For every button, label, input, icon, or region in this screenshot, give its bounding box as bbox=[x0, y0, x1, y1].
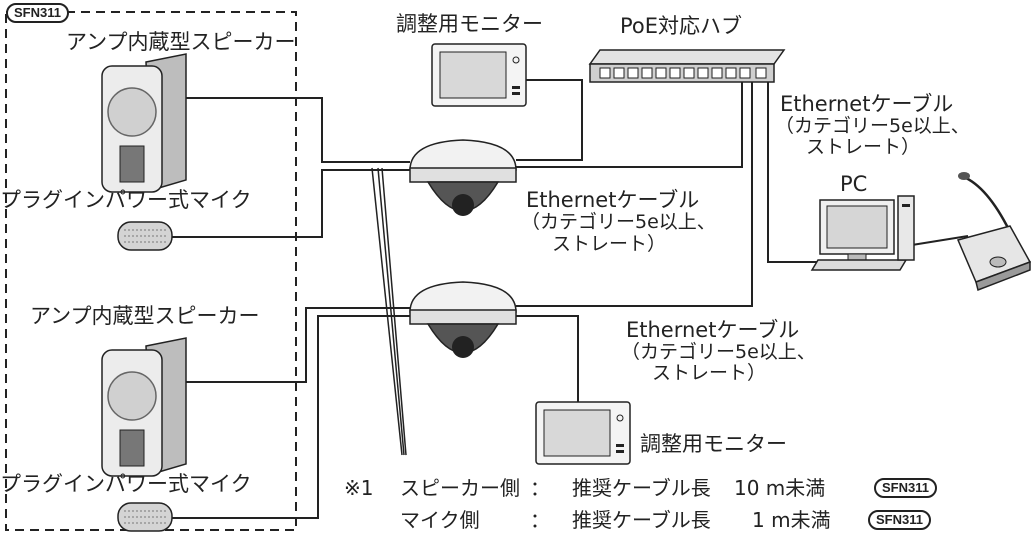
cable-label-pc-line3: ストレート） bbox=[806, 136, 921, 158]
note-mic-side: マイク側 bbox=[400, 508, 480, 532]
cable-monitor-bottom bbox=[516, 315, 579, 404]
cable-label-camera-top-line1: Ethernetケーブル bbox=[526, 188, 700, 212]
pc-icon bbox=[810, 195, 915, 271]
speaker-top-icon bbox=[101, 53, 187, 193]
cable-camera-top-hub bbox=[516, 78, 743, 168]
note-speaker-side: スピーカー側 bbox=[400, 476, 520, 500]
microphone-bottom-icon bbox=[117, 502, 173, 532]
poe-hub-icon bbox=[588, 49, 786, 83]
cable-label-camera-bottom-line3: ストレート） bbox=[652, 362, 767, 384]
note-mic-colon: ： bbox=[530, 508, 550, 532]
note-mark: ※1 bbox=[344, 476, 374, 500]
cable-pc-console bbox=[911, 235, 969, 246]
cable-camera-bottom-hub bbox=[516, 78, 753, 307]
cable-mic-bottom bbox=[170, 315, 410, 519]
note-speaker-colon: ： bbox=[530, 476, 550, 500]
label-mic-top: プラグインパワー式マイク bbox=[0, 188, 252, 212]
label-mic-bottom: プラグインパワー式マイク bbox=[0, 472, 252, 496]
note-mic-badge: SFN311 bbox=[868, 510, 931, 530]
cable-pc-hub bbox=[767, 78, 818, 263]
cable-speaker-top bbox=[185, 97, 410, 163]
note-mic-length: 1 m未満 bbox=[752, 508, 831, 532]
label-speaker-top: アンプ内蔵型スピーカー bbox=[66, 30, 296, 54]
cable-label-pc-line1: Ethernetケーブル bbox=[780, 92, 954, 116]
cable-mic-top bbox=[170, 169, 410, 238]
dome-camera-bottom-icon bbox=[409, 281, 517, 358]
cables bbox=[170, 78, 969, 519]
note-leader-lines bbox=[371, 167, 407, 456]
monitor-top-icon bbox=[431, 43, 527, 107]
cable-label-camera-bottom-line1: Ethernetケーブル bbox=[626, 318, 800, 342]
label-pc: PC bbox=[840, 172, 868, 196]
microphone-top-icon bbox=[117, 221, 173, 251]
sfn311-group-badge: SFN311 bbox=[6, 3, 69, 23]
speaker-bottom-icon bbox=[101, 337, 187, 477]
cable-label-camera-bottom-line2: （カテゴリー5e以上、 bbox=[621, 341, 816, 363]
note-speaker-badge: SFN311 bbox=[874, 478, 937, 498]
note-mic-text: 推奨ケーブル長 bbox=[572, 508, 711, 532]
cable-label-camera-top-line3: ストレート） bbox=[552, 233, 667, 255]
monitor-bottom-icon bbox=[535, 401, 631, 465]
label-monitor-bottom: 調整用モニター bbox=[640, 432, 787, 456]
note-speaker-text: 推奨ケーブル長 bbox=[572, 476, 711, 500]
label-speaker-bottom: アンプ内蔵型スピーカー bbox=[30, 304, 260, 328]
cable-label-pc-line2: （カテゴリー5e以上、 bbox=[775, 115, 970, 137]
cable-speaker-bottom bbox=[185, 307, 410, 383]
label-monitor-top: 調整用モニター bbox=[396, 12, 543, 36]
note-speaker-length: 10 m未満 bbox=[734, 476, 826, 500]
cable-label-camera-top-line2: （カテゴリー5e以上、 bbox=[521, 211, 716, 233]
label-poe-hub: PoE対応ハブ bbox=[620, 14, 743, 38]
desk-microphone-console-icon bbox=[956, 172, 1031, 292]
dome-camera-top-icon bbox=[409, 139, 517, 216]
cable-monitor-top bbox=[516, 79, 583, 161]
